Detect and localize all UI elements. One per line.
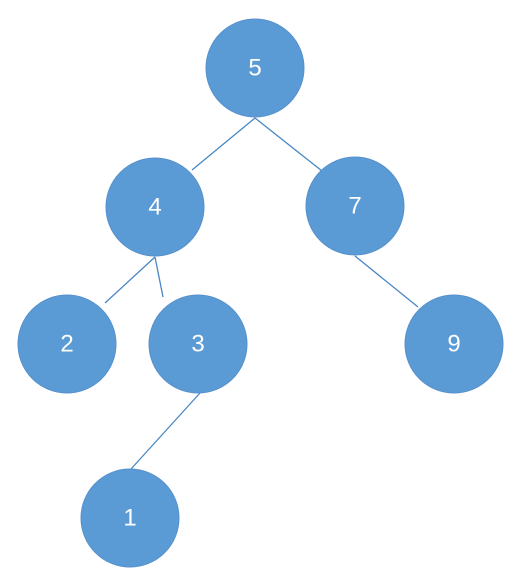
tree-node-7: 7 [305, 156, 405, 256]
node-label-5: 5 [248, 55, 261, 82]
node-circle-2 [17, 294, 117, 394]
edge-n5-n4 [191, 117, 256, 171]
edge-n4-n3 [154, 256, 164, 298]
edge-n7-n9 [354, 255, 419, 308]
node-label-2: 2 [60, 331, 73, 358]
node-label-3: 3 [191, 331, 204, 358]
edge-layer [104, 117, 419, 470]
tree-node-2: 2 [17, 294, 117, 394]
tree-node-9: 9 [404, 294, 504, 394]
tree-node-5: 5 [205, 18, 305, 118]
edge-n3-n1 [130, 392, 201, 470]
node-label-9: 9 [447, 331, 460, 358]
node-label-7: 7 [348, 193, 361, 220]
node-label-4: 4 [148, 194, 161, 221]
edge-n5-n7 [254, 117, 323, 172]
tree-node-4: 4 [105, 157, 205, 257]
tree-node-3: 3 [148, 294, 248, 394]
node-layer: 5 4 7 2 3 9 1 [17, 18, 504, 568]
tree-node-1: 1 [80, 468, 180, 568]
node-circle-9 [404, 294, 504, 394]
node-circle-3 [148, 294, 248, 394]
node-circle-7 [305, 156, 405, 256]
node-circle-5 [205, 18, 305, 118]
node-circle-1 [80, 468, 180, 568]
node-circle-4 [105, 157, 205, 257]
edge-n4-n2 [104, 256, 156, 304]
node-label-1: 1 [123, 505, 136, 532]
